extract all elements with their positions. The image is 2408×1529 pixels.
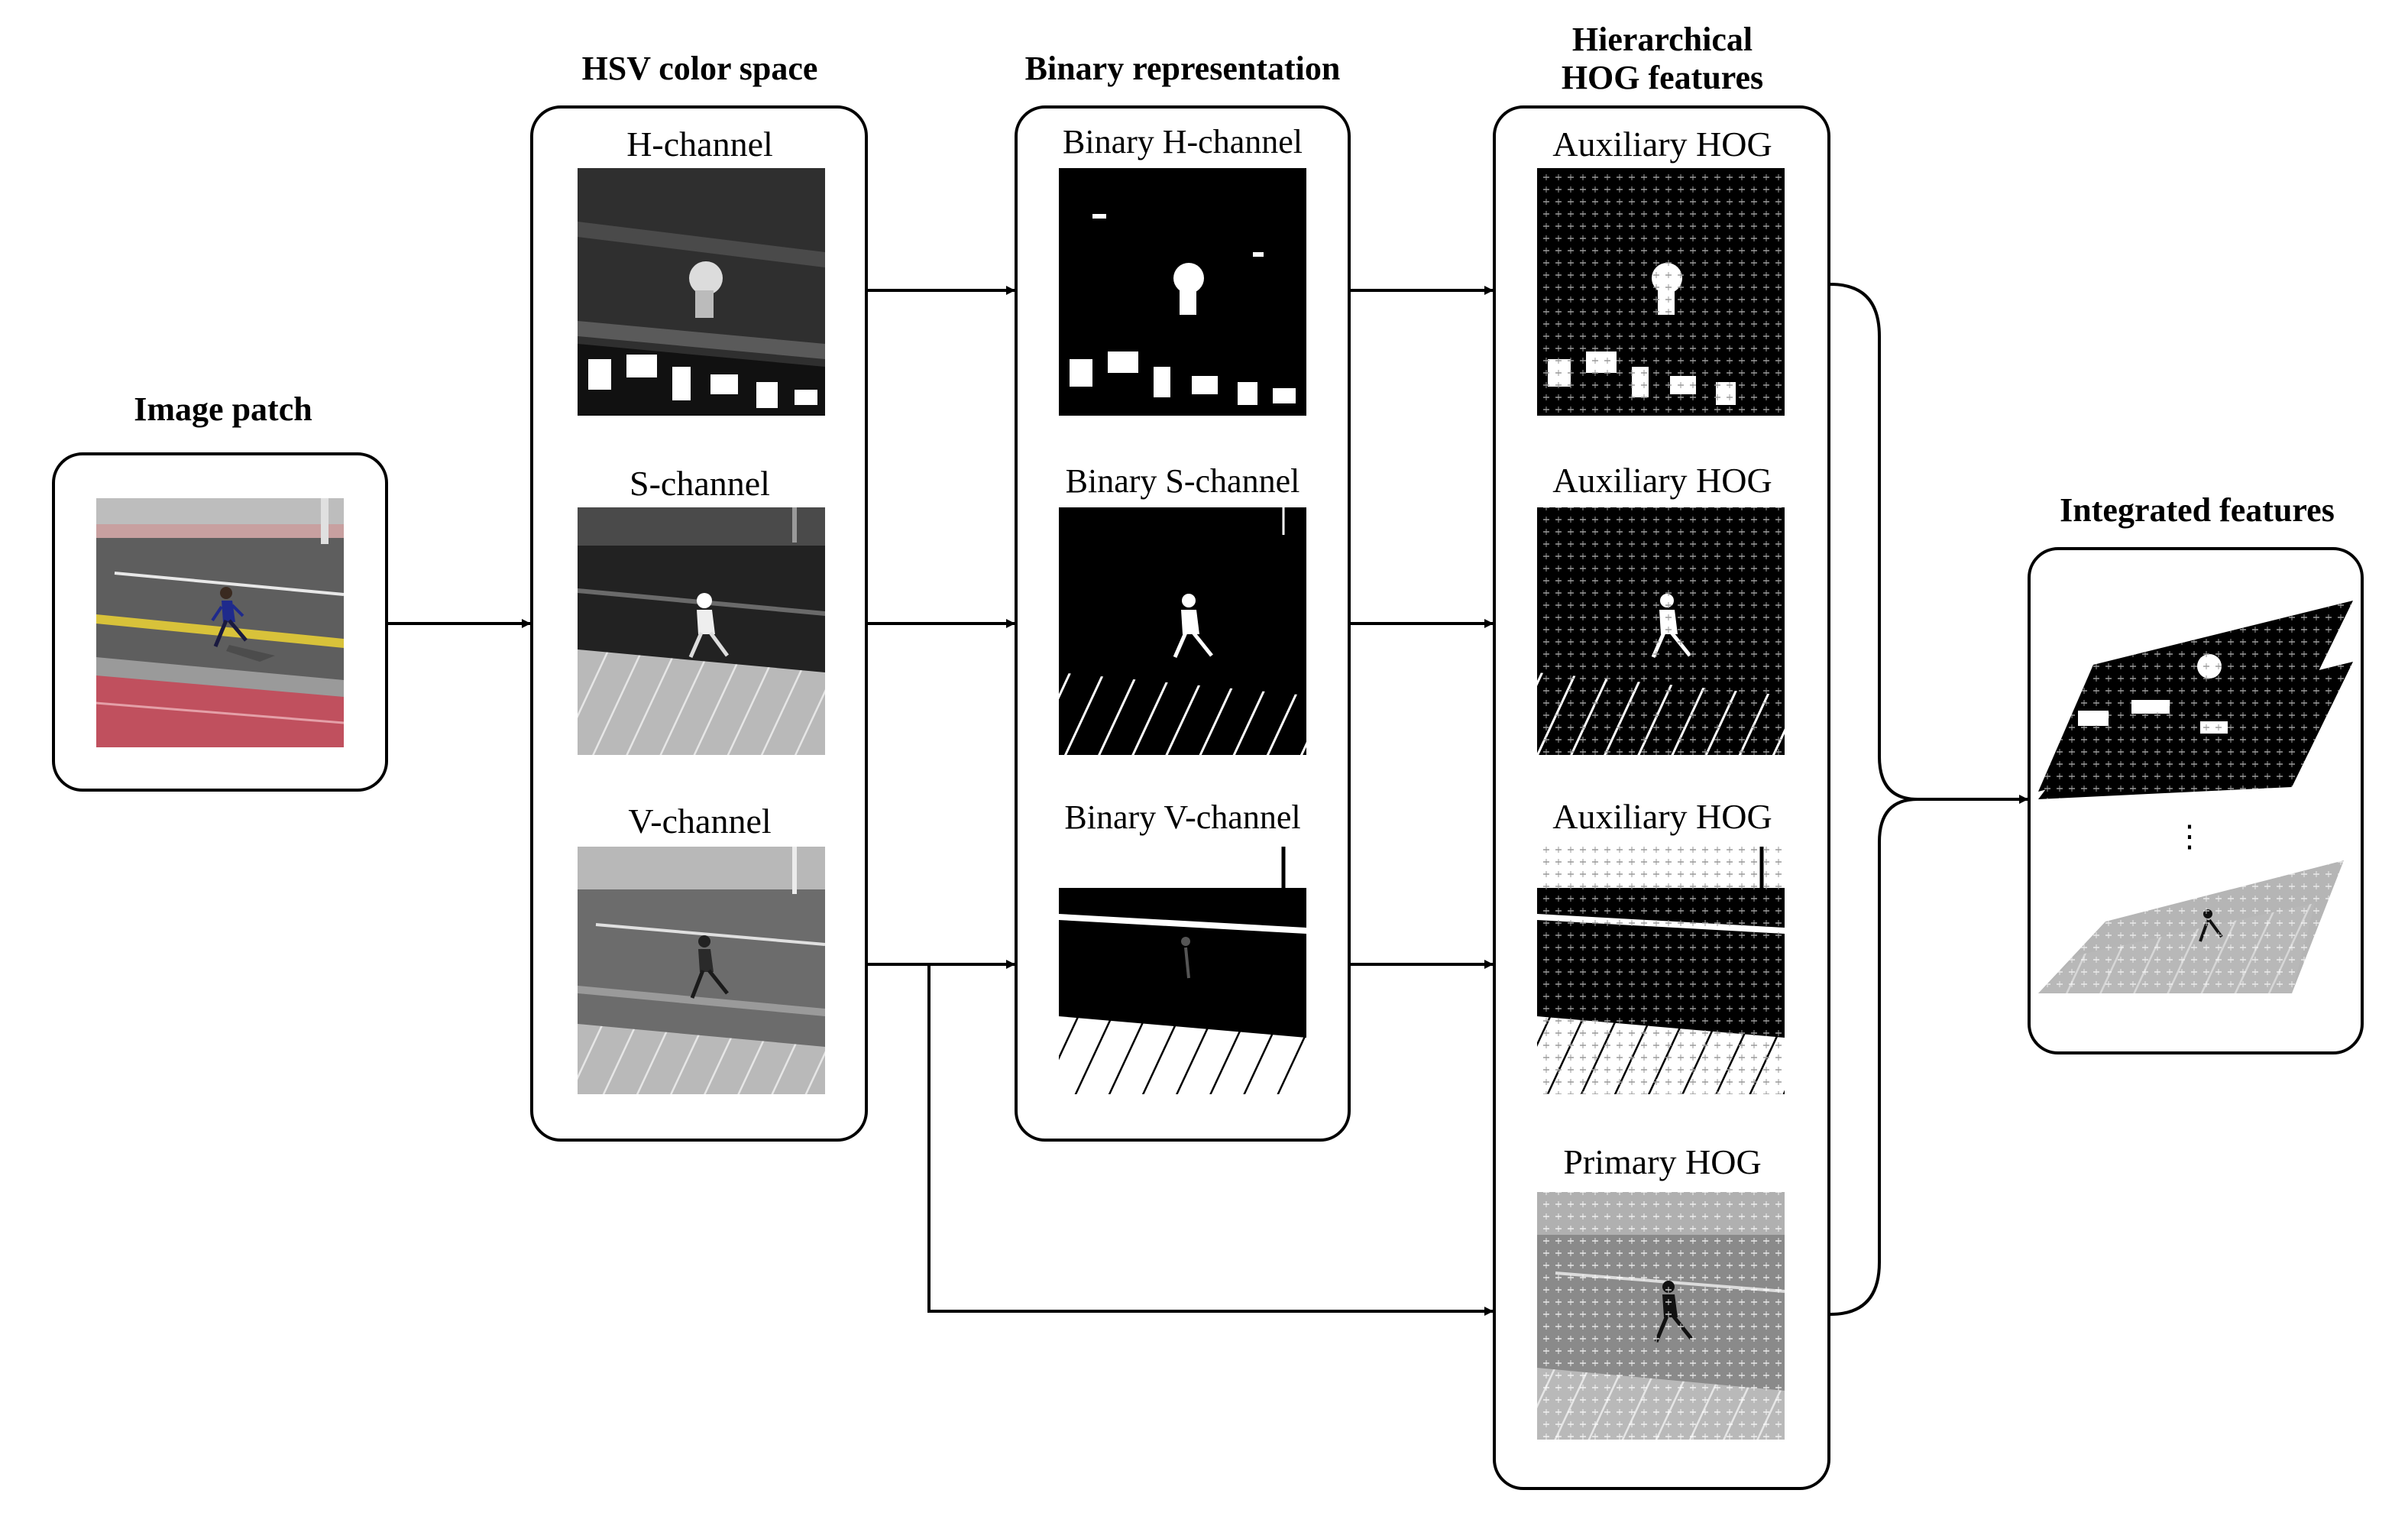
binary-h-label: Binary H-channel xyxy=(1063,123,1303,160)
binary-box xyxy=(1015,105,1351,1142)
hsv-title: HSV color space xyxy=(582,50,818,87)
integrated-box xyxy=(2028,547,2364,1054)
hog-primary-image xyxy=(1537,1192,1785,1440)
binary-title: Binary representation xyxy=(1025,50,1341,87)
binary-v-label: Binary V-channel xyxy=(1064,799,1300,836)
integrated-title: Integrated features xyxy=(2060,491,2335,529)
hog-title-line1: Hierarchical xyxy=(1572,21,1753,58)
binary-s-image xyxy=(1059,507,1306,755)
binary-h-image xyxy=(1059,168,1306,416)
integrated-layer-2 xyxy=(2038,662,2353,799)
v-channel-label: V-channel xyxy=(628,802,771,841)
hog-aux-label-1: Auxiliary HOG xyxy=(1552,125,1772,164)
integrated-ellipsis: ⋮ xyxy=(2174,819,2205,854)
s-channel-image xyxy=(578,507,825,755)
hog-primary-label: Primary HOG xyxy=(1563,1142,1761,1181)
hog-aux-image-2 xyxy=(1537,507,1785,755)
hog-title-line2: HOG features xyxy=(1562,59,1763,96)
hog-aux-label-3: Auxiliary HOG xyxy=(1552,797,1772,836)
image-patch-box xyxy=(52,452,388,792)
hog-aux-image-3 xyxy=(1537,847,1785,1094)
s-channel-label: S-channel xyxy=(630,464,770,503)
binary-v-image xyxy=(1059,847,1306,1094)
binary-s-label: Binary S-channel xyxy=(1066,462,1300,500)
hsv-box xyxy=(530,105,868,1142)
hog-aux-image-1 xyxy=(1537,168,1785,416)
integrated-layer-last xyxy=(2038,860,2344,993)
v-channel-image xyxy=(578,847,826,1094)
h-channel-label: H-channel xyxy=(626,125,773,164)
image-patch-thumbnail xyxy=(95,498,345,747)
connectors xyxy=(388,283,2028,1316)
hog-aux-label-2: Auxiliary HOG xyxy=(1552,461,1772,500)
hog-box xyxy=(1493,105,1830,1490)
image-patch-title: Image patch xyxy=(134,390,312,428)
h-channel-image xyxy=(578,168,825,416)
